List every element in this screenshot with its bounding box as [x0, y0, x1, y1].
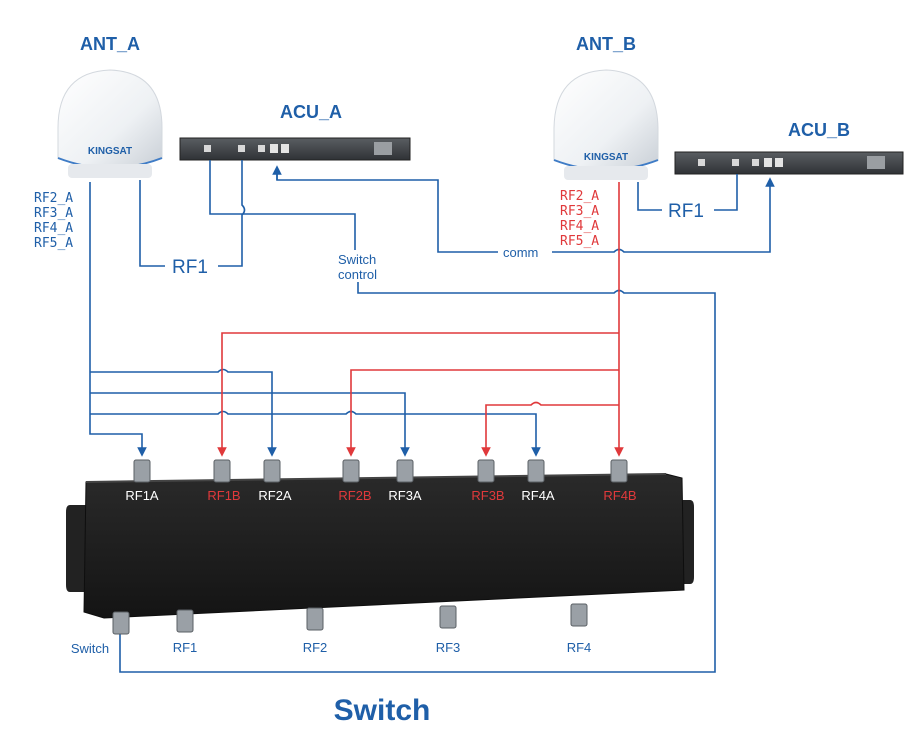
antenna-a-title: ANT_A: [80, 34, 140, 54]
connector-rf3[interactable]: [439, 605, 457, 629]
wire-ant-a-rf1: [139, 180, 165, 267]
antenna-a-rf-list: RF2_A RF3_A RF4_A RF5_A: [34, 191, 73, 251]
port-label-rf1: RF1: [173, 640, 198, 655]
connector-rf3b[interactable]: [477, 459, 495, 483]
wire-switch-control-down: [119, 282, 716, 673]
connector-rf3a[interactable]: [396, 459, 414, 483]
acu-a: ACU_A: [179, 102, 411, 161]
connector-rf4[interactable]: [570, 603, 588, 627]
port-label-rf1a: RF1A: [125, 488, 159, 503]
antenna-b-rf-line: RF3_A: [560, 204, 599, 219]
acu-a-power: [374, 142, 392, 155]
acu-b-unit: [674, 151, 904, 175]
antenna-b-rf-line: RF5_A: [560, 234, 599, 249]
antenna-a-foot: [68, 164, 152, 178]
switch-top-connectors: [133, 459, 628, 483]
wire-ant-b-rf3b: [481, 401, 619, 457]
antenna-a-rf-line: RF5_A: [34, 236, 73, 251]
switch-mount-left: [66, 505, 86, 592]
antenna-b-rf-list: RF2_A RF3_A RF4_A RF5_A: [560, 189, 599, 249]
wire-ant-a-rf3: [90, 392, 410, 457]
antenna-b-foot: [564, 166, 648, 180]
port-label-rf4a: RF4A: [521, 488, 555, 503]
port-label-rf2a: RF2A: [258, 488, 292, 503]
connector-rf2b[interactable]: [342, 459, 360, 483]
acu-a-title: ACU_A: [280, 102, 342, 122]
connector-switch[interactable]: [112, 611, 130, 635]
wire-comm: [276, 170, 498, 253]
wire-ant-a-rf2: [90, 368, 277, 457]
switch-control-label: control: [338, 267, 377, 282]
blue-wiring: [89, 160, 775, 673]
wire-ant-b-rf2b: [346, 369, 619, 457]
acu-a-port: [270, 144, 278, 153]
wire-acu-a-rf1: [218, 160, 246, 267]
switch-bottom-connectors: [112, 603, 588, 635]
port-label-rf3a: RF3A: [388, 488, 422, 503]
link-labels: RF1 RF1 comm Switch control: [172, 201, 704, 282]
port-label-rf2b: RF2B: [338, 488, 371, 503]
antenna-a-rf-line: RF4_A: [34, 221, 73, 236]
switch-top-labels: RF1A RF1B RF2A RF2B RF3A RF3B RF4A RF4B: [125, 488, 636, 503]
diagram-title: Switch: [334, 694, 431, 727]
port-label-rf3b: RF3B: [471, 488, 504, 503]
antenna-b-rf-line: RF2_A: [560, 189, 599, 204]
connector-rf4a[interactable]: [527, 459, 545, 483]
wire-ant-b-rf1: [637, 182, 662, 211]
wire-ant-a-trunk: [89, 182, 147, 457]
acu-a-port: [281, 144, 289, 153]
rf1-label-a: RF1: [172, 257, 208, 278]
switch-top-edge: [85, 473, 667, 483]
port-label-rf3: RF3: [436, 640, 461, 655]
acu-b-power: [867, 156, 885, 169]
acu-b-port: [764, 158, 772, 167]
antenna-a-rf-line: RF2_A: [34, 191, 73, 206]
switch-body: [83, 473, 685, 619]
connector-rf2a[interactable]: [263, 459, 281, 483]
connector-rf1b[interactable]: [213, 459, 231, 483]
connector-rf1[interactable]: [176, 609, 194, 633]
port-label-switch: Switch: [71, 641, 109, 656]
switch-control-label: Switch: [338, 252, 376, 267]
wire-ant-b-rf1b: [217, 332, 619, 457]
antenna-b-brand: KINGSAT: [584, 152, 628, 163]
acu-a-unit: [179, 137, 411, 161]
antenna-b: ANT_B KINGSAT: [553, 34, 659, 180]
acu-b-port: [732, 159, 739, 166]
port-label-rf1b: RF1B: [207, 488, 240, 503]
antenna-a-brand: KINGSAT: [88, 146, 132, 157]
switch-box: [66, 473, 694, 619]
antenna-a: ANT_A KINGSAT: [57, 34, 163, 178]
acu-b-title: ACU_B: [788, 120, 850, 140]
acu-a-port: [204, 145, 211, 152]
connector-rf2[interactable]: [306, 607, 324, 631]
connector-rf1a[interactable]: [133, 459, 151, 483]
acu-b-port: [752, 159, 759, 166]
acu-a-port: [238, 145, 245, 152]
wire-ant-a-rf4: [90, 410, 541, 457]
wire-acu-b-rf1: [714, 174, 738, 211]
antenna-b-title: ANT_B: [576, 34, 636, 54]
acu-b-port: [775, 158, 783, 167]
acu-b: ACU_B: [674, 120, 904, 175]
acu-b-port: [698, 159, 705, 166]
acu-a-port: [258, 145, 265, 152]
red-wiring: [217, 182, 624, 457]
port-label-rf4b: RF4B: [603, 488, 636, 503]
antenna-a-rf-line: RF3_A: [34, 206, 73, 221]
comm-label: comm: [503, 245, 538, 260]
rf1-label-b: RF1: [668, 201, 704, 222]
antenna-b-rf-line: RF4_A: [560, 219, 599, 234]
switch-bottom-labels: Switch RF1 RF2 RF3 RF4: [71, 640, 591, 656]
port-label-rf4: RF4: [567, 640, 592, 655]
port-label-rf2: RF2: [303, 640, 328, 655]
connector-rf4b[interactable]: [610, 459, 628, 483]
wire-acu-a-switch-control: [209, 160, 356, 250]
